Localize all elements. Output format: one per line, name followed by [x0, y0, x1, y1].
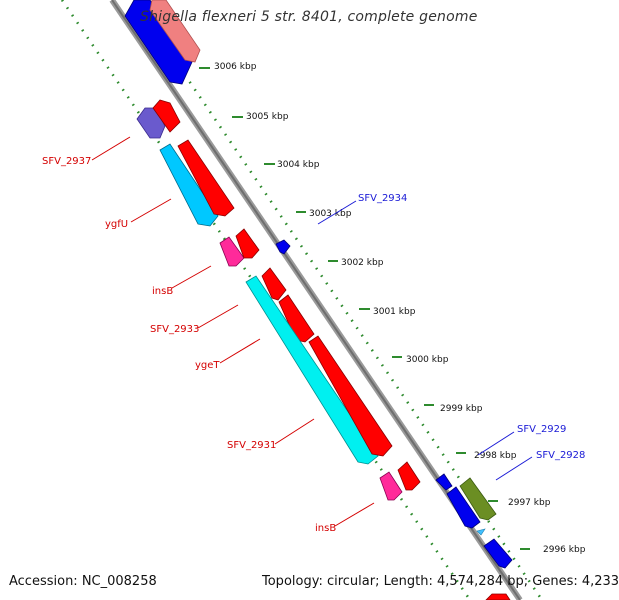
tick-label-3002: 3002 kbp: [341, 258, 384, 268]
leader-line-insB-2: [334, 502, 375, 527]
gene-arrow-red[interactable]: [261, 267, 287, 301]
gene-arrow-blue[interactable]: [483, 538, 513, 569]
tick-label-2997: 2997 kbp: [508, 498, 551, 508]
gene-label-leaders: [91, 136, 533, 527]
genome-title: Shigella flexneri 5 str. 8401, complete …: [140, 9, 478, 25]
gene-arrow-red[interactable]: [235, 228, 260, 259]
tick-label-2996: 2996 kbp: [543, 545, 586, 555]
gene-arrow-magenta[interactable]: [379, 471, 403, 501]
tick-label-3001: 3001 kbp: [373, 307, 416, 317]
gene-label-sfv-2937[interactable]: SFV_2937: [42, 156, 91, 167]
gene-arrow-blue[interactable]: [124, 0, 193, 85]
leader-line-sfv-2933: [197, 304, 239, 329]
gene-label-sfv-2928[interactable]: SFV_2928: [536, 450, 585, 461]
gene-arrow-olive[interactable]: [459, 477, 497, 521]
gene-label-insB[interactable]: insB: [152, 286, 173, 297]
gene-arrow-red[interactable]: [397, 461, 421, 491]
gene-arrow-red[interactable]: [177, 139, 235, 217]
tick-label-3004: 3004 kbp: [277, 160, 320, 170]
tick-label-3000: 3000 kbp: [406, 355, 449, 365]
leader-line-insB-1: [171, 265, 212, 289]
leader-line-sfv-2934: [317, 200, 357, 225]
gene-label-ygeT[interactable]: ygeT: [195, 360, 220, 371]
gene-arrow-blue[interactable]: [435, 473, 453, 491]
tick-label-2998: 2998 kbp: [474, 451, 517, 461]
gene-label-sfv-2929[interactable]: SFV_2929: [517, 424, 566, 435]
tick-label-3003: 3003 kbp: [309, 209, 352, 219]
genome-map-view: 3006 kbp 3005 kbp 3004 kbp 3003 kbp 3002…: [9, 0, 619, 600]
gene-features: [124, 0, 513, 600]
gene-label-sfv-2933[interactable]: SFV_2933: [150, 324, 199, 335]
gene-arrow-pink[interactable]: [149, 0, 201, 63]
gene-arrow-magenta[interactable]: [219, 236, 245, 267]
leader-line-ygfU: [130, 198, 172, 223]
kbp-tick-labels: 3006 kbp 3005 kbp 3004 kbp 3003 kbp 3002…: [199, 62, 586, 555]
topology-label: Topology: circular; Length: 4,574,284 bp…: [262, 574, 619, 589]
gene-label-sfv-2934[interactable]: SFV_2934: [358, 193, 407, 204]
tick-label-2999: 2999 kbp: [440, 404, 483, 414]
gene-arrow-blue[interactable]: [446, 486, 481, 529]
leader-line-sfv-2929: [477, 431, 515, 456]
tick-label-3006: 3006 kbp: [214, 62, 257, 72]
gene-arrow-red[interactable]: [308, 335, 393, 457]
gene-arrow-cyan[interactable]: [159, 143, 219, 227]
leader-line-ygeT: [219, 338, 261, 364]
leader-line-sfv-2928: [495, 456, 533, 481]
accession-label: Accession: NC_008258: [9, 574, 157, 589]
gene-label-sfv-2931[interactable]: SFV_2931: [227, 440, 276, 451]
gene-labels: SFV_2937 ygfU insB SFV_2933 ygeT SFV_293…: [42, 156, 585, 534]
gene-arrow-cyan[interactable]: [245, 275, 379, 465]
tick-label-3005: 3005 kbp: [246, 112, 289, 122]
gene-arrow-cyan[interactable]: [476, 528, 486, 536]
gene-arrow-red[interactable]: [152, 99, 181, 133]
gene-arrow-red[interactable]: [485, 593, 511, 600]
gene-label-insB[interactable]: insB: [315, 523, 336, 534]
leader-line-sfv-2937: [91, 136, 131, 161]
genome-map-canvas: 3006 kbp 3005 kbp 3004 kbp 3003 kbp 3002…: [42, 0, 586, 600]
gene-label-ygfU[interactable]: ygfU: [105, 219, 128, 230]
leader-line-sfv-2931: [274, 418, 315, 445]
gene-arrow-blue[interactable]: [275, 239, 291, 255]
